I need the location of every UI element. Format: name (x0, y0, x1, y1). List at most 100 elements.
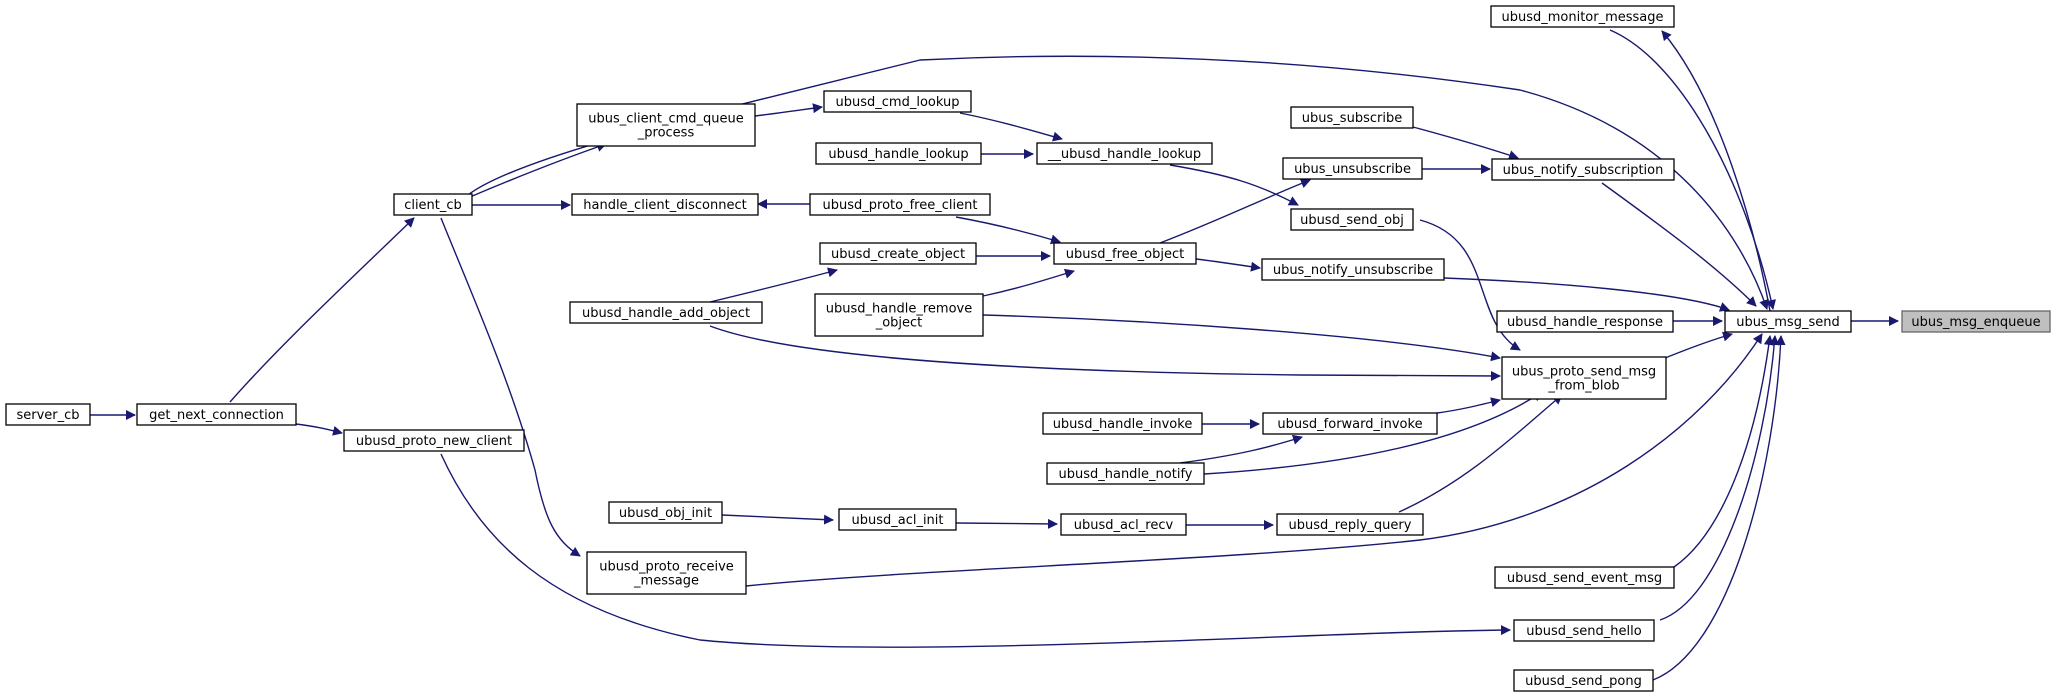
node-label: ubusd_acl_recv (1074, 518, 1174, 533)
node-ubusd-acl-recv[interactable]: ubusd_acl_recv (1060, 513, 1187, 536)
node-ubusd-free-object[interactable]: ubusd_free_object (1053, 242, 1197, 265)
node-ubus-unsubscribe[interactable]: ubus_unsubscribe (1282, 157, 1423, 180)
edge-send-to-monitor (1609, 29, 1776, 310)
node-ubus-subscribe[interactable]: ubus_subscribe (1290, 106, 1414, 129)
edge-next-connection-to-client-cb (229, 217, 415, 403)
edge-send-pong-to-send (1652, 335, 1786, 681)
node-ubusd-send-pong[interactable]: ubusd_send_pong (1513, 669, 1654, 692)
edge-client-cb-to-proto-receive (440, 217, 581, 557)
node-label: ubus_client_cmd_queue (588, 112, 744, 127)
node-box (5, 403, 91, 426)
node-ubus-msg-enqueue[interactable]: ubus_msg_enqueue (1901, 310, 2051, 333)
node-label: _message (633, 574, 699, 589)
node-box (1036, 142, 1213, 165)
node-handle-client-disconnect[interactable]: handle_client_disconnect (571, 193, 759, 216)
edge-free-object-to-notify-unsubscribe (1195, 258, 1261, 272)
edge-notify-subscription-to-send (1601, 182, 1757, 307)
node-box (1053, 242, 1197, 265)
node-box (819, 242, 977, 265)
edge-remove-object-to-free-object (982, 268, 1075, 297)
edge-proto-free-client-to-free-object (955, 216, 1061, 245)
node-box (1276, 513, 1424, 536)
node-box (1513, 619, 1655, 642)
node-box (1496, 310, 1674, 333)
node-box (1501, 356, 1667, 400)
edge-monitor-to-send (1661, 30, 1771, 312)
edge-cmd-lookup-to-handle-lookup (959, 112, 1063, 142)
node-box (1282, 157, 1423, 180)
edge-forward-invoke-to-proto (1436, 397, 1501, 414)
node-ubusd-proto-new-client[interactable]: ubusd_proto_new_client (343, 429, 525, 452)
edge-add-object-to-create-object (709, 267, 838, 303)
node-box (1290, 106, 1414, 129)
node-box (1513, 669, 1654, 692)
node-box (576, 103, 756, 147)
node-label: ubusd_free_object (1066, 247, 1184, 262)
node-client-cb[interactable]: client_cb (393, 193, 473, 216)
node-ubusd-monitor-message[interactable]: ubusd_monitor_message (1490, 5, 1675, 28)
node-ubusd-handle-invoke[interactable]: ubusd_handle_invoke (1042, 412, 1203, 435)
node-ubusd-acl-init[interactable]: ubusd_acl_init (838, 508, 957, 531)
edge-client-cb-to-send (467, 55, 1769, 310)
node-label: ubus_unsubscribe (1294, 162, 1411, 177)
node-label: ubus_proto_send_msg (1512, 365, 1656, 380)
node-label: ubusd_handle_remove (826, 302, 972, 317)
node-ubus-client-cmd-queue-process[interactable]: ubus_client_cmd_queue_process (576, 103, 756, 147)
node-ubusd-create-object[interactable]: ubusd_create_object (819, 242, 977, 265)
node-label: ubusd_proto_new_client (356, 434, 512, 449)
node-ubusd-handle-lookup[interactable]: ubusd_handle_lookup (815, 142, 982, 165)
node-box (586, 551, 747, 595)
nodes: ubus_msg_enqueue ubus_msg_send ubusd_mon… (5, 5, 2051, 692)
node-box (1724, 310, 1852, 333)
node-ubusd-forward-invoke[interactable]: ubusd_forward_invoke (1262, 412, 1438, 435)
node-label: ubus_msg_send (1736, 315, 1839, 330)
edge-reply-query-to-proto (1398, 394, 1563, 513)
node-ubus-proto-send-msg-from-blob[interactable]: ubus_proto_send_msg_from_blob (1501, 356, 1667, 400)
node-get-next-connection[interactable]: get_next_connection (136, 403, 297, 426)
node-label: _object (875, 316, 923, 331)
edge-handle-notify-to-forward-invoke (1179, 434, 1303, 464)
node-label: ubus_msg_enqueue (1911, 315, 2040, 330)
node-box (1042, 412, 1203, 435)
edge-next-connection-to-proto-new-client (295, 423, 343, 436)
edge-send-event-to-send (1673, 335, 1774, 568)
node-ubusd-proto-receive-message[interactable]: ubusd_proto_receive_message (586, 551, 747, 595)
node-ubus-notify-subscription[interactable]: ubus_notify_subscription (1491, 158, 1675, 181)
node-box (1494, 566, 1675, 589)
node-ubusd-send-hello[interactable]: ubusd_send_hello (1513, 619, 1655, 642)
node-ubus-msg-send[interactable]: ubus_msg_send (1724, 310, 1852, 333)
node-label: ubusd_create_object (831, 247, 965, 262)
node-ubusd-handle-remove-object[interactable]: ubusd_handle_remove_object (814, 293, 984, 337)
edge-acl-init-to-acl-recv (955, 518, 1058, 529)
node-box (393, 193, 473, 216)
node-box (815, 142, 982, 165)
node-ubusd-obj-init[interactable]: ubusd_obj_init (608, 501, 723, 524)
node-ubusd-handle-response[interactable]: ubusd_handle_response (1496, 310, 1674, 333)
edge-send-hello-to-send (1659, 335, 1780, 621)
node-handle-lookup-internal[interactable]: __ubusd_handle_lookup (1036, 142, 1213, 165)
node-label: ubusd_handle_invoke (1053, 417, 1193, 432)
node-ubusd-proto-free-client[interactable]: ubusd_proto_free_client (809, 193, 991, 216)
node-box (838, 508, 957, 531)
node-box (1490, 5, 1675, 28)
node-ubusd-send-obj[interactable]: ubusd_send_obj (1290, 208, 1414, 231)
node-label: _from_blob (1547, 379, 1619, 394)
node-label: ubusd_cmd_lookup (836, 95, 960, 110)
node-ubus-notify-unsubscribe[interactable]: ubus_notify_unsubscribe (1261, 258, 1445, 281)
node-ubusd-send-event-msg[interactable]: ubusd_send_event_msg (1494, 566, 1675, 589)
node-label: ubusd_send_pong (1525, 674, 1642, 689)
node-ubusd-cmd-lookup[interactable]: ubusd_cmd_lookup (823, 90, 972, 113)
node-ubusd-handle-notify[interactable]: ubusd_handle_notify (1046, 462, 1205, 485)
node-label: get_next_connection (149, 408, 284, 423)
node-label: ubus_notify_subscription (1503, 163, 1664, 178)
node-ubusd-handle-add-object[interactable]: ubusd_handle_add_object (569, 301, 763, 324)
node-label: client_cb (404, 198, 462, 213)
edge-add-object-to-proto (709, 325, 1501, 381)
node-server-cb[interactable]: server_cb (5, 403, 91, 426)
node-ubusd-reply-query[interactable]: ubusd_reply_query (1276, 513, 1424, 536)
edge-queue-process-to-cmd-lookup (754, 103, 823, 117)
node-box (608, 501, 723, 524)
edge-handle-notify-to-proto (1203, 391, 1543, 475)
edge-obj-init-to-acl-init (721, 514, 834, 525)
edge-subscribe-to-notify-subscription (1412, 126, 1519, 160)
